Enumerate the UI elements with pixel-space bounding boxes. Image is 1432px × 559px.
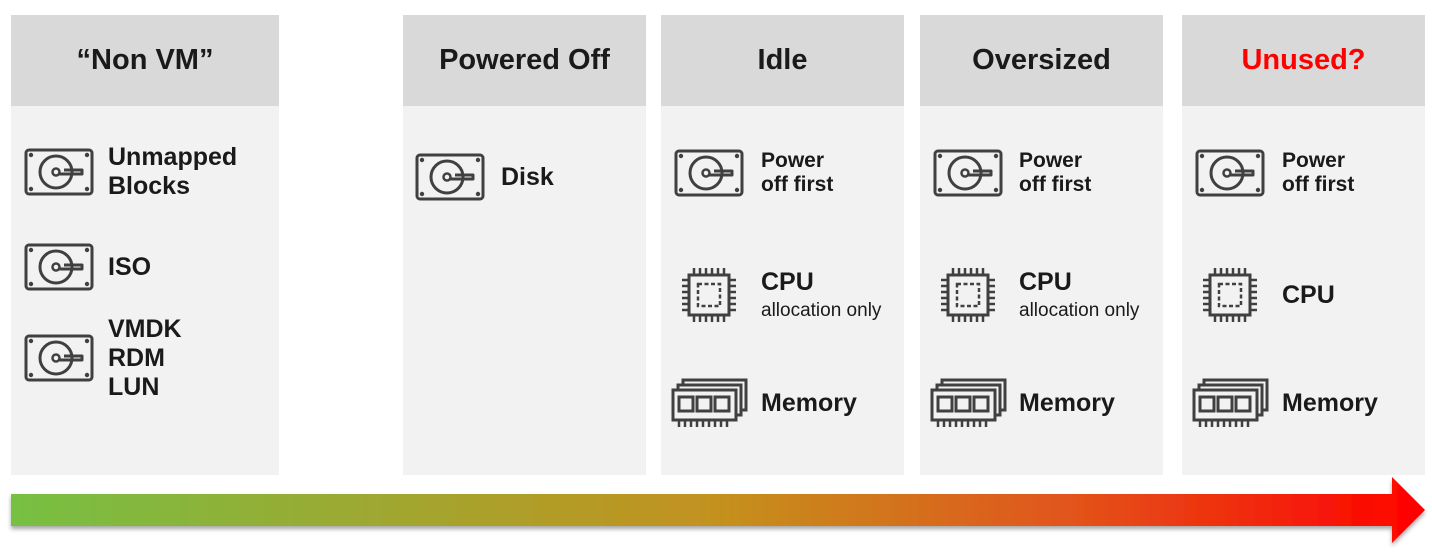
disk-icon — [24, 334, 94, 382]
item-label: Power — [761, 149, 825, 172]
item-memory: Memory — [1192, 377, 1425, 429]
item-cpu: CPU allocation only — [940, 267, 1163, 323]
cpu-icon — [1202, 267, 1258, 323]
item-label: off first — [1019, 173, 1092, 197]
column-title: Unused? — [1182, 15, 1425, 106]
column-non-vm: “Non VM” Unmapped Blocks ISO VMDK RDM LU… — [11, 15, 279, 475]
memory-icon — [930, 377, 1008, 429]
item-disk: Disk — [415, 153, 646, 201]
item-cpu: CPU — [1202, 267, 1425, 323]
item-unmapped-blocks: Unmapped Blocks — [24, 143, 279, 201]
item-label: Blocks — [108, 171, 190, 200]
column-title: “Non VM” — [11, 15, 279, 106]
item-memory: Memory — [930, 377, 1163, 429]
memory-icon — [671, 377, 749, 429]
item-sublabel: allocation only — [1019, 299, 1140, 321]
item-power-off-first: Power off first — [1195, 149, 1425, 197]
item-iso: ISO — [24, 243, 279, 291]
item-label: Memory — [1282, 388, 1378, 417]
disk-icon — [674, 149, 744, 197]
disk-icon — [1195, 149, 1265, 197]
item-cpu: CPU allocation only — [681, 267, 904, 323]
item-label: off first — [761, 173, 834, 197]
cpu-icon — [940, 267, 996, 323]
column-unused: Unused? Power off first CPU Memory — [1182, 15, 1425, 475]
progression-arrow — [11, 477, 1425, 543]
item-vmdk-rdm-lun: VMDK RDM LUN — [24, 315, 279, 401]
disk-icon — [24, 148, 94, 196]
item-sublabel: allocation only — [761, 299, 882, 321]
item-label: off first — [1282, 173, 1355, 197]
column-oversized: Oversized Power off first CPU allocation… — [920, 15, 1163, 475]
disk-icon — [933, 149, 1003, 197]
arrow-shape — [11, 477, 1425, 543]
item-label: LUN — [108, 372, 160, 401]
item-label: Disk — [501, 162, 554, 191]
memory-icon — [1192, 377, 1270, 429]
item-label: RDM — [108, 343, 165, 372]
item-label: VMDK — [108, 315, 182, 343]
column-powered-off: Powered Off Disk — [403, 15, 646, 475]
item-label: Unmapped — [108, 143, 238, 171]
item-label: Memory — [1019, 388, 1115, 417]
disk-icon — [415, 153, 485, 201]
column-idle: Idle Power off first CPU allocation only… — [661, 15, 904, 475]
item-power-off-first: Power off first — [933, 149, 1163, 197]
item-label: ISO — [108, 252, 152, 281]
disk-icon — [24, 243, 94, 291]
item-label: Power — [1282, 149, 1346, 172]
column-title: Idle — [661, 15, 904, 106]
item-label: Power — [1019, 149, 1083, 172]
item-label: Memory — [761, 388, 857, 417]
item-label: CPU — [1282, 280, 1335, 309]
item-power-off-first: Power off first — [674, 149, 904, 197]
column-title: Oversized — [920, 15, 1163, 106]
column-title: Powered Off — [403, 15, 646, 106]
item-memory: Memory — [671, 377, 904, 429]
cpu-icon — [681, 267, 737, 323]
item-label: CPU — [761, 268, 814, 297]
item-label: CPU — [1019, 268, 1072, 297]
